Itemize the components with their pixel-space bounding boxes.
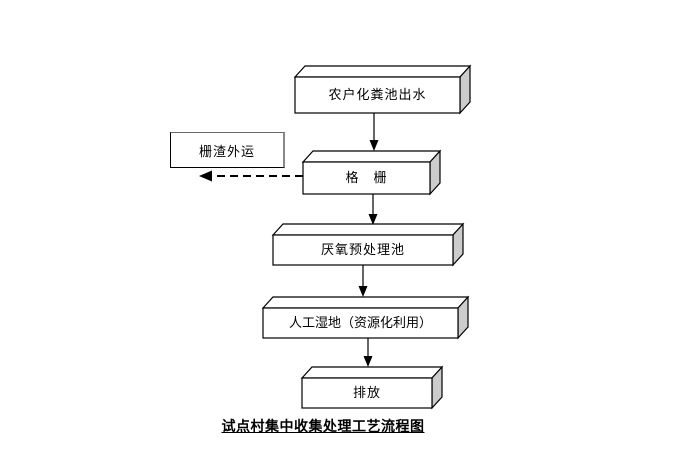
flow-box-anaerobic-tank bbox=[271, 222, 465, 267]
box-front-face bbox=[272, 234, 454, 266]
dashed-arrow-residue-out bbox=[199, 170, 303, 182]
box-top-face bbox=[301, 150, 442, 163]
down-arrowhead-icon bbox=[358, 286, 368, 297]
connector-arrow-1 bbox=[369, 113, 379, 151]
flow-box-label-constructed-wetland: 人工湿地（资源化利用） bbox=[288, 315, 432, 331]
box-front-face bbox=[301, 377, 433, 409]
side-box-screen-residue: 栅渣外运 bbox=[170, 132, 285, 168]
flow-box-label-screen: 格 栅 bbox=[345, 170, 388, 186]
flow-box-label-discharge: 排放 bbox=[352, 385, 381, 401]
flow-box-constructed-wetland bbox=[261, 295, 470, 340]
connector-arrow-4 bbox=[363, 338, 373, 367]
box-front-face bbox=[262, 307, 459, 339]
box-top-face bbox=[271, 223, 465, 236]
box-top-face bbox=[261, 296, 470, 309]
connector-arrow-3 bbox=[358, 265, 368, 297]
box-top-face bbox=[300, 366, 444, 379]
box-top-face bbox=[293, 65, 472, 78]
diagram-caption: 试点村集中收集处理工艺流程图 bbox=[221, 419, 425, 435]
left-arrowhead-icon bbox=[199, 170, 212, 182]
flow-box-label-anaerobic-tank: 厌氧预处理池 bbox=[320, 242, 405, 258]
flow-box-discharge bbox=[300, 365, 444, 410]
box-front-face bbox=[302, 161, 431, 195]
connector-arrow-2 bbox=[368, 194, 378, 225]
down-arrowhead-icon bbox=[369, 140, 379, 151]
flow-box-label-septic-effluent: 农户化粪池出水 bbox=[328, 87, 427, 103]
flow-box-screen bbox=[301, 149, 442, 196]
box-front-face bbox=[294, 76, 461, 114]
down-arrowhead-icon bbox=[368, 214, 378, 225]
flow-box-septic-effluent bbox=[293, 64, 472, 115]
down-arrowhead-icon bbox=[363, 356, 373, 367]
